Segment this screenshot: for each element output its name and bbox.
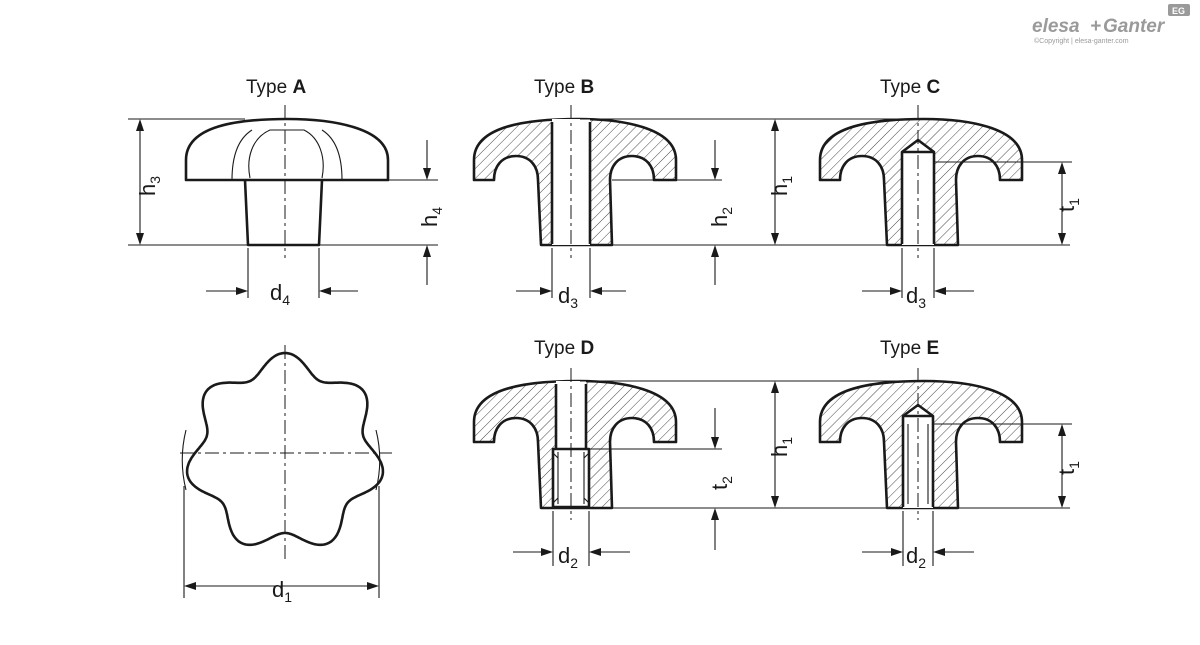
logo-brand-left: elesa bbox=[1032, 16, 1080, 37]
title-type-c: Type C bbox=[880, 77, 940, 98]
dim-d2-type-d: d2 bbox=[513, 543, 630, 571]
label-d3-type-b: d3 bbox=[558, 283, 578, 311]
title-type-b: Type B bbox=[534, 77, 594, 98]
label-d2-type-d: d2 bbox=[558, 543, 578, 571]
label-d2-type-e: d2 bbox=[906, 543, 926, 571]
logo-brand-right: Ganter bbox=[1103, 16, 1166, 37]
label-h4: h4 bbox=[417, 207, 445, 227]
label-h2: h2 bbox=[707, 207, 735, 227]
dim-d3-type-b: d3 bbox=[516, 283, 626, 311]
label-t2: t2 bbox=[707, 476, 735, 490]
label-h1-top: h1 bbox=[767, 176, 795, 196]
label-t1-type-e: t1 bbox=[1054, 461, 1082, 475]
logo-badge-box bbox=[1168, 4, 1190, 16]
dim-h1-top: h1 bbox=[580, 118, 920, 245]
elesa-ganter-logo: elesa + Ganter EG ©Copyright | elesa-gan… bbox=[1032, 4, 1190, 45]
view-top-star bbox=[180, 345, 392, 598]
logo-badge: EG bbox=[1172, 6, 1185, 16]
dim-t1-type-c: t1 bbox=[934, 161, 1082, 245]
title-type-a: Type A bbox=[246, 77, 306, 98]
view-type-d bbox=[472, 368, 678, 566]
label-t1-type-c: t1 bbox=[1054, 198, 1082, 212]
label-h1-bottom: h1 bbox=[767, 437, 795, 457]
logo-brand-plus: + bbox=[1090, 16, 1101, 37]
title-type-d: Type D bbox=[534, 338, 594, 359]
logo-copyright: ©Copyright | elesa-ganter.com bbox=[1034, 37, 1129, 45]
view-type-e bbox=[818, 368, 1024, 566]
dim-d2-type-e: d2 bbox=[862, 543, 974, 571]
dim-h4: h4 bbox=[417, 140, 445, 285]
dim-d4: d4 bbox=[206, 280, 358, 308]
label-h3: h3 bbox=[135, 176, 163, 196]
view-type-b bbox=[472, 105, 678, 298]
title-type-e: Type E bbox=[880, 338, 939, 359]
dim-h1-bottom: h1 bbox=[580, 380, 920, 508]
dim-h3: h3 bbox=[135, 119, 163, 245]
label-d4: d4 bbox=[270, 280, 290, 308]
label-d1: d1 bbox=[272, 577, 292, 605]
dim-t1-type-e: t1 bbox=[933, 423, 1082, 508]
dim-d3-type-c: d3 bbox=[862, 283, 974, 311]
dim-t2: t2 bbox=[589, 408, 1070, 550]
view-type-a bbox=[128, 105, 438, 298]
dim-d1: d1 bbox=[184, 577, 379, 605]
view-type-c bbox=[818, 105, 1024, 298]
label-d3-type-c: d3 bbox=[906, 283, 926, 311]
dim-h2: h2 bbox=[612, 140, 1070, 285]
